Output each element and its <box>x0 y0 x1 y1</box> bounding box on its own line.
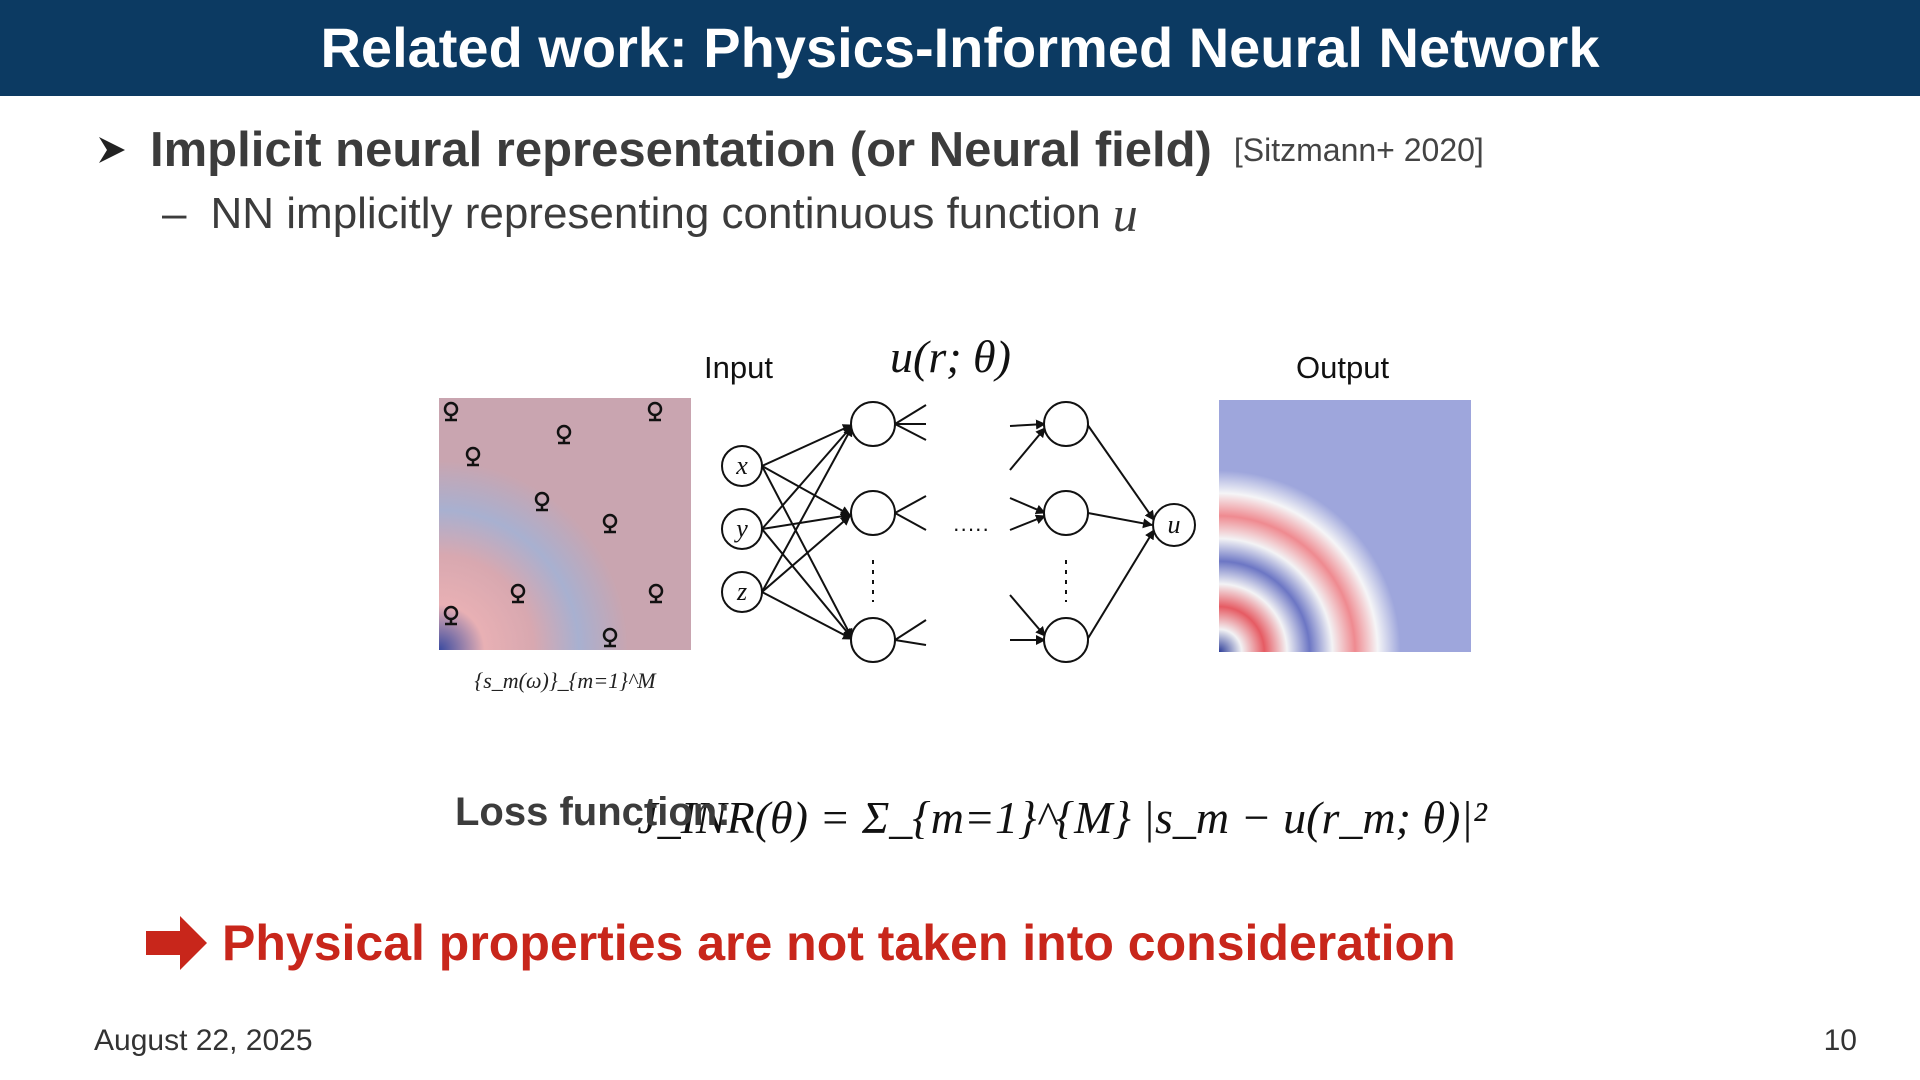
hidden-node <box>850 490 896 536</box>
conclusion-row: Physical properties are not taken into c… <box>146 914 1456 972</box>
layer1-stubs <box>894 404 927 646</box>
footer-date: August 22, 2025 <box>94 1024 313 1057</box>
layer-ellipsis: ····· <box>953 516 990 541</box>
output-edges <box>1086 423 1155 641</box>
microphone-icon <box>443 605 459 626</box>
microphone-icon <box>534 491 550 512</box>
page-number: 10 <box>1823 1024 1857 1057</box>
network-function-label: u(r; θ) <box>890 331 1011 382</box>
layerL-stubs <box>1009 419 1046 645</box>
loss-label: Loss function: <box>455 790 731 834</box>
bullet-main-text: Implicit neural representation (or Neura… <box>150 123 1212 177</box>
input-node-label: z <box>736 577 747 606</box>
input-label: Input <box>704 350 773 385</box>
output-node-u <box>1152 503 1196 547</box>
input-node-x <box>721 445 763 487</box>
samples-caption: {s_m(ω)}_{m=1}^M <box>474 668 657 693</box>
conclusion-text: Physical properties are not taken into c… <box>222 915 1456 971</box>
input-node-label: x <box>735 451 748 480</box>
function-variable: u <box>1112 186 1138 242</box>
sub-bullet: – NN implicitly representing continuous … <box>162 184 1138 244</box>
hidden-node <box>1043 401 1089 447</box>
microphone-markers <box>443 401 664 648</box>
input-node-label: y <box>733 514 748 543</box>
hidden-node <box>1043 490 1089 536</box>
arrowhead-bullet-icon <box>99 137 125 163</box>
dash-bullet: – <box>162 189 187 238</box>
microphone-icon <box>556 424 572 445</box>
main-bullet: Implicit neural representation (or Neura… <box>96 120 1484 180</box>
hidden-node <box>850 617 896 663</box>
output-field-image <box>1219 400 1471 652</box>
network-nodes <box>721 401 1196 663</box>
vertical-ellipsis <box>872 560 1067 602</box>
microphone-icon <box>510 583 526 604</box>
microphone-icon <box>602 513 618 534</box>
input-node-y <box>721 508 763 550</box>
slide-title: Related work: Physics-Informed Neural Ne… <box>0 0 1920 96</box>
microphone-icon <box>647 401 663 422</box>
sub-bullet-text: NN implicitly representing continuous fu… <box>210 189 1101 238</box>
output-node-label: u <box>1168 510 1181 539</box>
input-node-z <box>721 571 763 613</box>
input-field-image <box>439 398 691 650</box>
loss-formula: J_INR(θ) = Σ_{m=1}^{M} |s_m − u(r_m; θ)|… <box>637 792 1488 843</box>
microphone-icon <box>602 627 618 648</box>
citation: [Sitzmann+ 2020] <box>1233 131 1484 168</box>
right-arrow-icon <box>146 916 207 970</box>
microphone-icon <box>465 446 481 467</box>
microphone-icon <box>648 583 664 604</box>
hidden-node <box>850 401 896 447</box>
output-label: Output <box>1296 350 1390 385</box>
hidden-node <box>1043 617 1089 663</box>
microphone-icon <box>443 401 459 422</box>
input-edges <box>761 424 853 640</box>
